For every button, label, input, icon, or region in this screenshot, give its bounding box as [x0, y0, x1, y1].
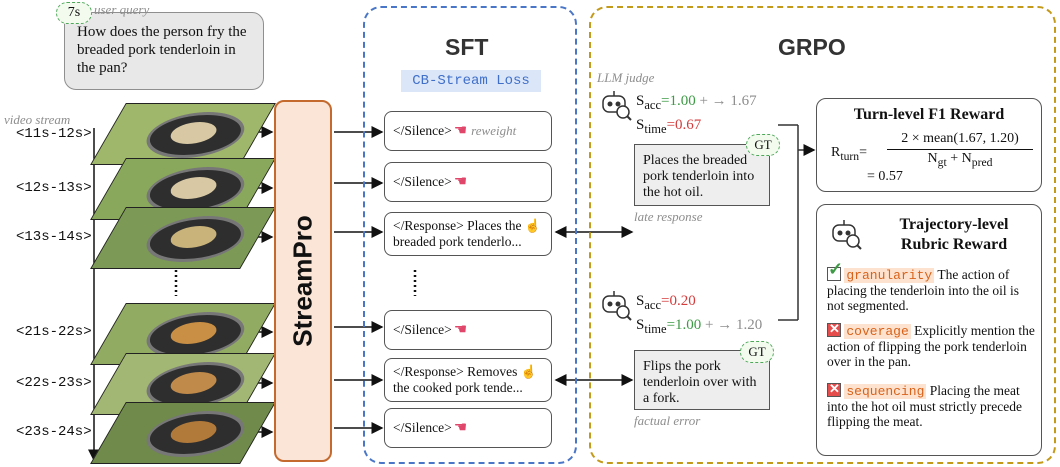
silence-token: </Silence>: [393, 174, 452, 189]
streampro-model-block: StreamPro: [274, 100, 332, 462]
sft-title: SFT: [445, 34, 489, 60]
sft-response-box-1: </Response> Places the ☝ breaded pork te…: [384, 212, 552, 256]
cb-stream-loss-tag: CB-Stream Loss: [401, 70, 541, 92]
case-1-s-acc-value: =1.00: [661, 93, 696, 109]
sft-panel: [363, 6, 577, 464]
reweight-hand-icon: ☚: [453, 174, 468, 190]
case-2-s-time: Stime=1.00 + → 1.20: [636, 317, 763, 336]
trajectory-level-reward-box: Trajectory-level Rubric Reward ✓ granula…: [816, 204, 1042, 456]
case-2-note: factual error: [634, 413, 701, 428]
check-fail-icon: ✕: [827, 381, 841, 397]
response-2-line-2: the cooked pork tende...: [393, 380, 523, 395]
sft-response-box-2: </Response> Removes ☝ the cooked pork te…: [384, 358, 552, 402]
case-2-sum: + → 1.20: [705, 317, 763, 333]
case-2-s-acc-value: =0.20: [661, 293, 696, 309]
sft-silence-box-1: </Silence> ☚ reweight: [384, 111, 552, 151]
reweight-hand-icon: ☚: [453, 123, 468, 139]
r-turn-numerator: 2 × mean(1.67, 1.20): [887, 131, 1033, 150]
user-query-label: user query: [94, 2, 150, 17]
trajectory-reward-title: Trajectory-level Rubric Reward: [899, 216, 1009, 253]
silence-token: </Silence>: [393, 420, 452, 435]
check-fail-icon: ✕: [827, 321, 841, 337]
frame-time-6: <23s-24s>: [16, 424, 92, 440]
query-time-tag: 7s: [56, 2, 92, 24]
llm-judge-robot-icon: [602, 291, 632, 321]
silence-token: </Silence>: [393, 123, 452, 138]
reweight-hand-icon: ☚: [453, 420, 468, 436]
case-1-s-time: Stime=0.67: [636, 117, 702, 136]
gt-box-1: Places the breaded pork tenderloin into …: [634, 144, 770, 206]
frame-time-1: <11s-12s>: [16, 126, 92, 142]
grpo-panel: [589, 6, 1056, 464]
turn-level-reward-title: Turn-level F1 Reward: [853, 106, 1005, 123]
rubric-item-granularity: ✓ granularity The action of placing the …: [827, 259, 1019, 313]
case-2-s-acc: Sacc=0.20: [636, 293, 696, 312]
streampro-label: StreamPro: [287, 215, 318, 347]
gt-tag-2: GT: [740, 341, 774, 363]
case-2-s-time-value: =1.00: [666, 317, 702, 333]
response-hand-icon: ☝: [520, 364, 537, 379]
llm-judge-label: LLM judge: [597, 70, 655, 85]
sft-silence-box-3: </Silence> ☚: [384, 310, 552, 350]
rubric-item-coverage: ✕ coverage Explicitly mention the action…: [827, 321, 1035, 369]
rubric-judge-robot-icon: [832, 220, 862, 250]
silence-token: </Silence>: [393, 322, 452, 337]
r-turn-denominator: Ngt + Npred: [927, 151, 993, 169]
reweight-label: reweight: [471, 123, 517, 138]
gt-tag-1: GT: [746, 134, 780, 156]
frame-time-2: <12s-13s>: [16, 180, 92, 196]
case-1-sum: + → 1.67: [699, 93, 757, 109]
user-query-bubble: How does the person fry the breaded pork…: [64, 12, 264, 90]
sft-silence-box-2: </Silence> ☚: [384, 162, 552, 202]
frame-time-5: <22s-23s>: [16, 375, 92, 391]
reweight-hand-icon: ☚: [453, 322, 468, 338]
grpo-title: GRPO: [778, 34, 846, 60]
sft-silence-box-4: </Silence> ☚: [384, 408, 552, 448]
response-1-line-2: breaded pork tenderlo...: [393, 234, 522, 249]
llm-judge-robot-icon: [602, 91, 632, 121]
frame-time-3: <13s-14s>: [16, 229, 92, 245]
video-stream-label: video stream: [4, 112, 71, 127]
gt-text-1: Places the breaded pork tenderloin into …: [643, 153, 755, 200]
response-1-line-1: </Response> Places the: [393, 218, 522, 233]
rubric-item-sequencing: ✕ sequencing Placing the meat into the h…: [827, 381, 1022, 429]
r-turn-label: Rturn=: [831, 145, 868, 163]
response-2-line-1: </Response> Removes: [393, 364, 518, 379]
case-1-note: late response: [634, 209, 703, 224]
turn-level-reward-box: Turn-level F1 Reward Rturn= 2 × mean(1.6…: [816, 98, 1042, 192]
frame-time-4: <21s-22s>: [16, 324, 92, 340]
gt-text-2: Flips the pork tenderloin over with a fo…: [643, 359, 757, 406]
r-turn-result: = 0.57: [867, 169, 903, 184]
case-1-s-time-value: =0.67: [666, 117, 702, 133]
response-hand-icon: ☝: [524, 218, 542, 233]
check-pass-icon: ✓: [827, 259, 844, 281]
case-1-s-acc: Sacc=1.00 + → 1.67: [636, 93, 757, 112]
user-query-text: How does the person fry the breaded pork…: [77, 24, 247, 76]
